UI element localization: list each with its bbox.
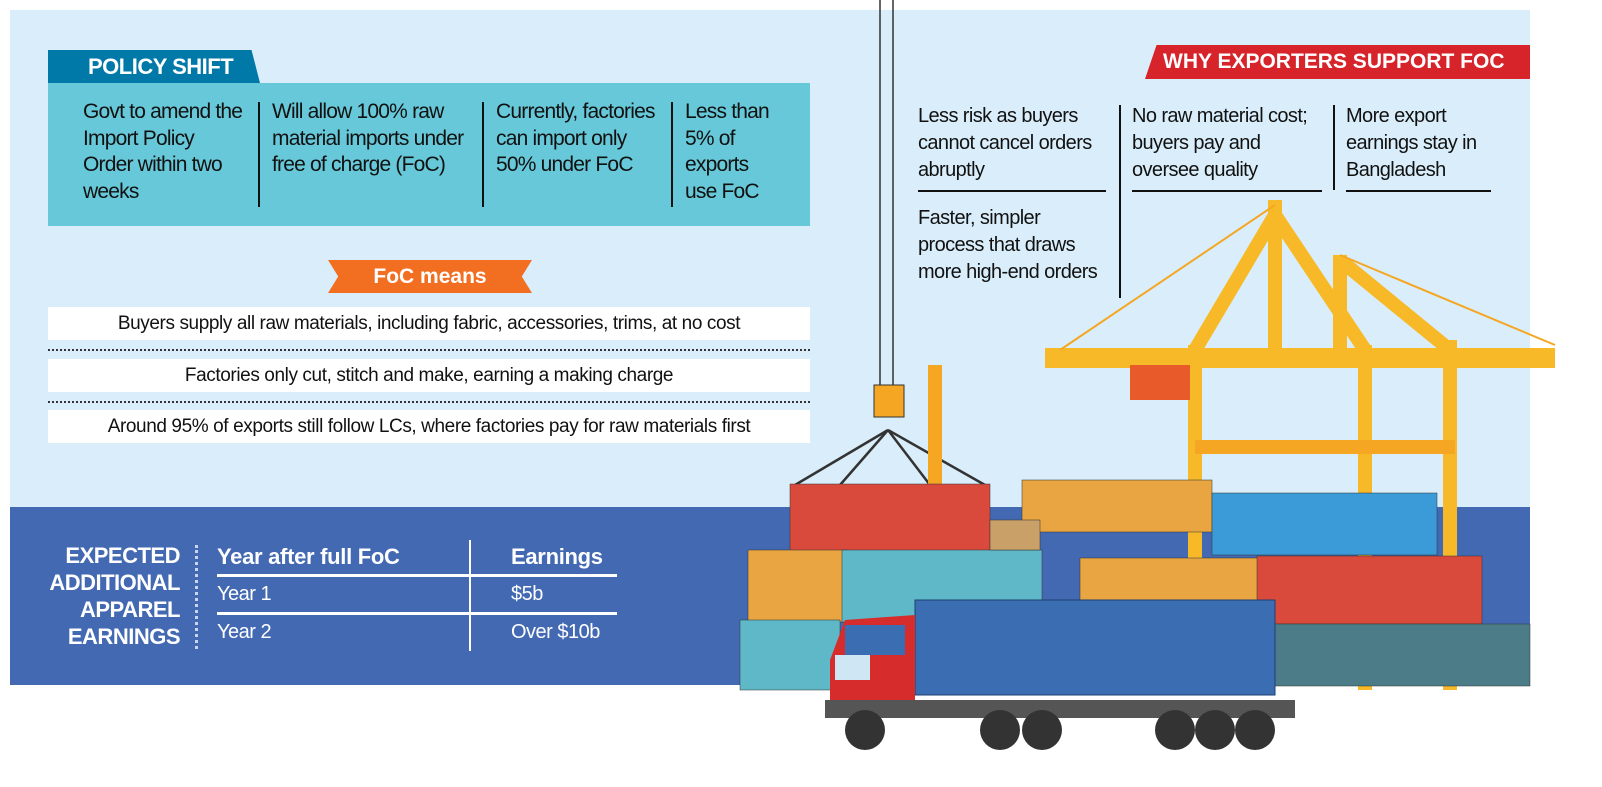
crane-stay [1059,204,1276,351]
mast [928,365,942,485]
foc-means-item: Buyers supply all raw materials, includi… [48,307,810,340]
table-row: Year 2 Over $10b [217,613,617,651]
year-cell: Year 1 [217,575,471,615]
dotted-divider [195,545,198,649]
crane-boom [1045,348,1555,368]
crane-cab [1130,365,1190,400]
policy-item: Will allow 100% raw material imports und… [272,100,464,176]
table-header-row: Year after full FoC Earnings [217,540,617,577]
why-item: Faster, simpler process that draws more … [918,207,1098,283]
why-item: No raw material cost; buyers pay and ove… [1132,103,1322,192]
dotted-divider [48,401,810,403]
dotted-divider [48,349,810,351]
hook-ropes [794,428,986,487]
column-header: Earnings [470,540,617,577]
divider [671,102,673,207]
crane-cable [879,0,894,385]
year-cell: Year 2 [217,613,471,651]
foc-means-title: FoC means [328,260,532,293]
policy-shift-box: Govt to amend the Import Policy Order wi… [48,83,810,226]
divider [1119,105,1121,298]
port-illustration [739,0,1556,750]
containers [739,479,1531,691]
why-item: More export earnings stay in Bangladesh [1346,103,1491,192]
truck [825,599,1295,750]
policy-item: Govt to amend the Import Policy Order wi… [83,100,243,203]
policy-item: Currently, factories can import only 50%… [496,100,655,176]
foc-means-item: Factories only cut, stitch and make, ear… [48,359,810,392]
policy-shift-title: POLICY SHIFT [48,50,260,83]
column-header: Year after full FoC [217,540,471,577]
table-row: Year 1 $5b [217,575,617,615]
divider [482,102,484,207]
crane-stay [1339,254,1556,346]
divider [258,102,260,207]
earnings-table: Year after full FoC Earnings Year 1 $5b … [217,540,617,651]
earnings-title: EXPECTED ADDITIONAL APPAREL EARNINGS [49,543,180,649]
earnings-cell: Over $10b [511,621,600,644]
hook-block [873,384,905,418]
policy-item: Less than 5% of exports use FoC [685,100,770,203]
why-item: Less risk as buyers cannot cancel orders… [918,103,1106,192]
crane-beam [1195,440,1455,454]
earnings-cell: $5b [470,575,617,615]
foc-means-item: Around 95% of exports still follow LCs, … [48,410,810,443]
divider [1333,105,1335,190]
why-exporters-title: WHY EXPORTERS SUPPORT FOC [1145,45,1530,79]
